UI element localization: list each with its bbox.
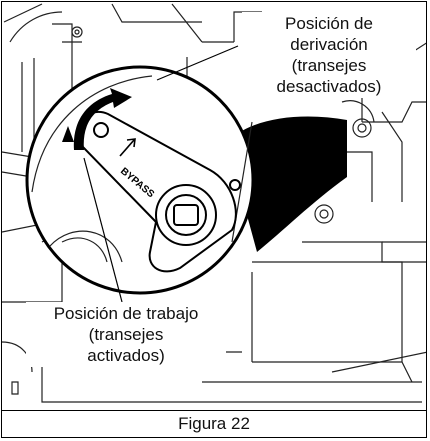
bypass-callout-line4: desactivados) <box>276 77 382 96</box>
figure-caption: Figura 22 <box>178 414 250 433</box>
bypass-callout-line1: Posición de <box>285 14 373 33</box>
leader-lines <box>83 45 239 303</box>
caption-divider <box>2 410 426 411</box>
arrow-up-icon <box>119 138 136 157</box>
work-position-callout: Posición de trabajo (transejes activados… <box>26 302 226 367</box>
shadow-region <box>227 116 347 252</box>
bypass-callout-line2: derivación <box>290 35 368 54</box>
work-callout-line2: (transejes <box>88 325 164 344</box>
magnifier: BYPASS <box>25 65 255 295</box>
work-callout-line1: Posición de trabajo <box>53 304 199 323</box>
bypass-lever-icon <box>77 111 241 273</box>
curved-double-arrow-icon <box>62 88 132 150</box>
bypass-position-callout: Posición de derivación (transejes desact… <box>242 12 416 98</box>
work-callout-line3: activados) <box>87 346 165 365</box>
bypass-callout-line3: (transejes <box>291 56 367 75</box>
